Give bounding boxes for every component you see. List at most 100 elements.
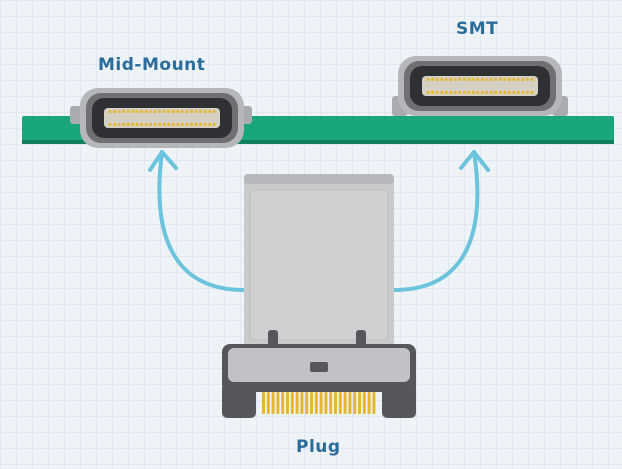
mid-mount-tongue xyxy=(104,108,220,128)
contact-pad xyxy=(144,110,148,113)
plug-pin xyxy=(286,392,289,414)
contact-pad xyxy=(144,123,148,126)
contact-pad xyxy=(471,91,475,94)
contact-pad xyxy=(521,91,525,94)
contact-pad xyxy=(194,123,198,126)
contact-pad xyxy=(149,123,153,126)
contact-pad xyxy=(494,91,498,94)
contact-pad xyxy=(190,110,193,113)
contact-pad xyxy=(517,91,520,94)
smt-label: SMT xyxy=(456,19,498,39)
contact-pad xyxy=(203,123,207,126)
contact-pad xyxy=(126,110,130,113)
plug-right-foot xyxy=(382,382,416,418)
contact-pad xyxy=(530,78,534,81)
mid-mount-contacts xyxy=(108,110,216,126)
contact-pad xyxy=(489,78,493,81)
plug-pin xyxy=(305,392,309,414)
contact-pad xyxy=(171,110,175,113)
contact-pad xyxy=(185,110,189,113)
contact-pad xyxy=(462,91,466,94)
mid-mount-label: Mid-Mount xyxy=(98,55,205,75)
contact-pad xyxy=(517,78,520,81)
contact-pad xyxy=(117,110,121,113)
plug-pin xyxy=(314,392,318,414)
contact-pad xyxy=(199,123,202,126)
contact-pad xyxy=(462,78,466,81)
contact-pad xyxy=(108,123,112,126)
contact-pad xyxy=(122,110,125,113)
smt-tongue xyxy=(422,76,538,96)
plug-pin xyxy=(271,392,275,414)
plug-pin xyxy=(266,392,270,414)
plug-pin xyxy=(358,392,361,414)
contact-pad xyxy=(449,78,452,81)
contact-pad xyxy=(440,91,443,94)
plug-pins xyxy=(262,392,376,414)
contact-pad xyxy=(199,110,202,113)
contact-pad xyxy=(444,78,448,81)
contact-pad xyxy=(140,110,144,113)
contact-pad xyxy=(180,123,184,126)
contact-pad xyxy=(131,110,134,113)
contact-pad xyxy=(498,78,502,81)
plug-pin xyxy=(300,392,304,414)
plug-label: Plug xyxy=(296,437,341,457)
plug-latch xyxy=(310,362,328,372)
contact-pad xyxy=(471,78,475,81)
contact-pad xyxy=(167,110,171,113)
contact-pad xyxy=(108,110,112,113)
contact-pad xyxy=(512,91,516,94)
contact-pad xyxy=(176,123,180,126)
contact-pad xyxy=(162,110,166,113)
plug-pin xyxy=(276,392,280,414)
contact-pad xyxy=(512,78,516,81)
contact-pad xyxy=(476,78,480,81)
contact-pad xyxy=(212,123,216,126)
contact-pad xyxy=(149,110,153,113)
contact-pad xyxy=(494,78,498,81)
plug-pin xyxy=(295,392,299,414)
contact-pad xyxy=(171,123,175,126)
usb-c-plug xyxy=(222,174,416,418)
contact-pad xyxy=(208,123,211,126)
plug-pin xyxy=(343,392,347,414)
contact-pad xyxy=(485,78,489,81)
contact-pad xyxy=(153,123,157,126)
contact-pad xyxy=(113,110,116,113)
contact-pad xyxy=(444,91,448,94)
contact-pad xyxy=(190,123,193,126)
plug-pin xyxy=(262,392,265,414)
contact-pad xyxy=(113,123,116,126)
contact-pad xyxy=(435,91,439,94)
mid-mount-receptacle xyxy=(70,88,252,148)
contact-pad xyxy=(167,123,171,126)
contact-pad xyxy=(117,123,121,126)
contact-pad xyxy=(458,91,462,94)
contact-pad xyxy=(431,91,434,94)
plug-pin xyxy=(353,392,357,414)
contact-pad xyxy=(126,123,130,126)
curved-arrow-icon xyxy=(148,150,178,172)
plug-left-foot xyxy=(222,382,256,418)
contact-pad xyxy=(176,110,180,113)
contact-pad xyxy=(480,91,484,94)
contact-pad xyxy=(453,78,457,81)
contact-pad xyxy=(153,110,157,113)
plug-pin xyxy=(334,392,337,414)
contact-pad xyxy=(203,110,207,113)
contact-pad xyxy=(212,110,216,113)
contact-pad xyxy=(503,78,507,81)
contact-pad xyxy=(435,78,439,81)
contact-pad xyxy=(426,78,430,81)
contact-pad xyxy=(503,91,507,94)
contact-pad xyxy=(158,123,162,126)
contact-pad xyxy=(467,91,471,94)
contact-pad xyxy=(440,78,443,81)
plug-pin xyxy=(319,392,323,414)
contact-pad xyxy=(135,123,139,126)
contact-pad xyxy=(508,78,511,81)
plug-pin xyxy=(362,392,366,414)
